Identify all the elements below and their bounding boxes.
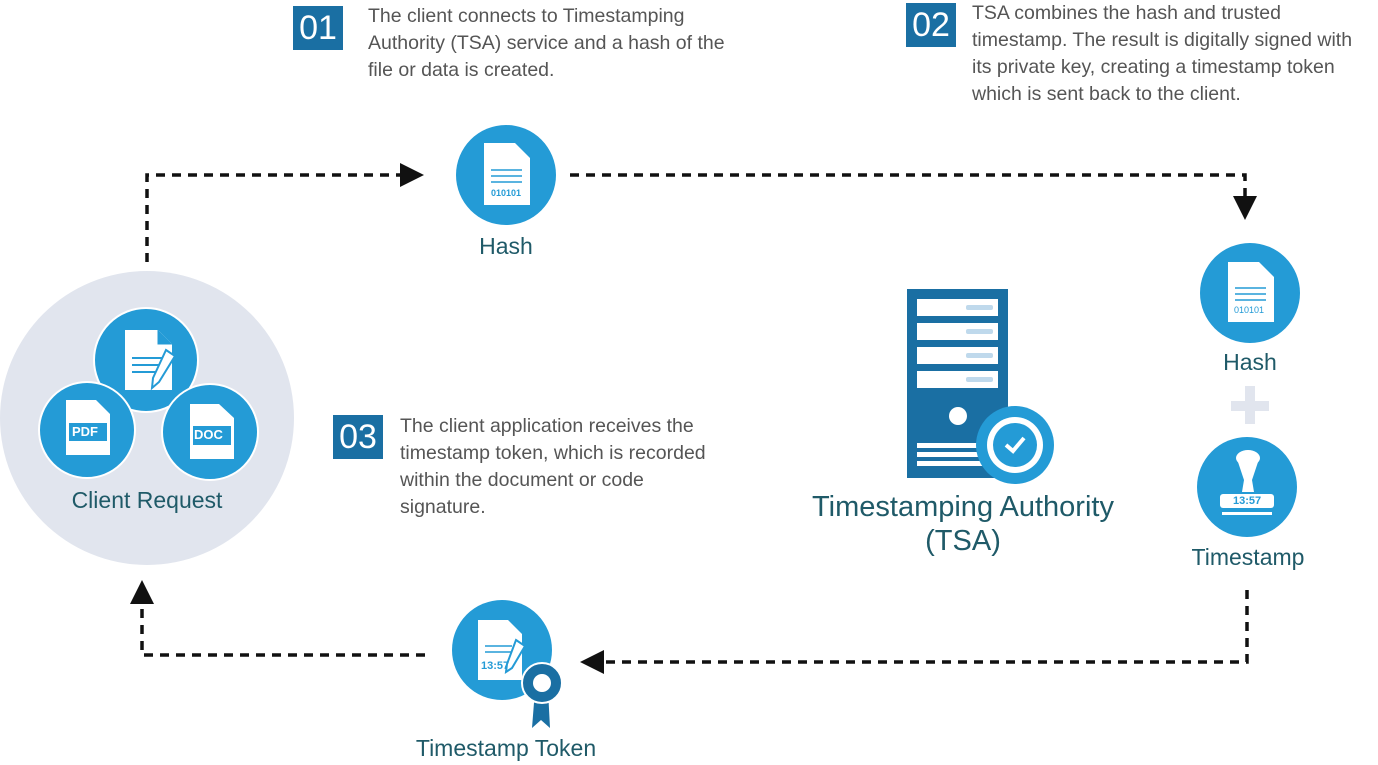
doc-file-icon [190,404,234,459]
plus-icon [1231,386,1269,424]
stamp-time: 13:57 [1233,495,1262,507]
hash-right-label: Hash [1223,349,1277,375]
tsa-label-line1: Timestamping Authority [812,491,1114,523]
arrowhead-down [1233,196,1257,220]
step-01-badge: 01 [293,6,343,50]
client-request-label: Client Request [71,487,223,513]
step-03-text: The client application receives the time… [400,415,706,518]
stamp-icon [1220,450,1274,515]
hash-label: Hash [479,233,533,259]
arrowhead-up [130,580,154,604]
hash-file-icon [484,143,530,205]
timestamp-label: Timestamp [1191,544,1305,570]
step-01-text: The client connects to Timestamping Auth… [368,5,725,81]
token-time: 13:57 [481,660,510,672]
hash-binary-right: 010101 [1234,305,1265,315]
tsa-label: Timestamping Authority (TSA) [812,490,1114,558]
hash-file-icon-right [1228,262,1274,322]
hash-binary: 010101 [491,188,522,198]
step-02-text: TSA combines the hash and trusted timest… [972,2,1353,105]
arrowhead-left [580,650,604,674]
arrow-hash-to-tsa [570,173,1247,196]
arrowhead-right [400,163,424,187]
doc-label: DOC [194,427,223,442]
arrow-timestamp-to-token [604,590,1249,664]
step-03-badge: 03 [333,415,383,459]
pdf-file-icon [66,400,110,455]
step-02-badge: 02 [906,3,956,47]
timestamp-token-label: Timestamp Token [415,735,597,761]
edit-document-icon [125,330,177,391]
token-certificate-icon [478,620,563,728]
pdf-label: PDF [72,424,98,439]
clock-icon [976,406,1054,484]
tsa-label-line2: (TSA) [925,525,1001,557]
arrow-client-to-hash [145,173,402,262]
